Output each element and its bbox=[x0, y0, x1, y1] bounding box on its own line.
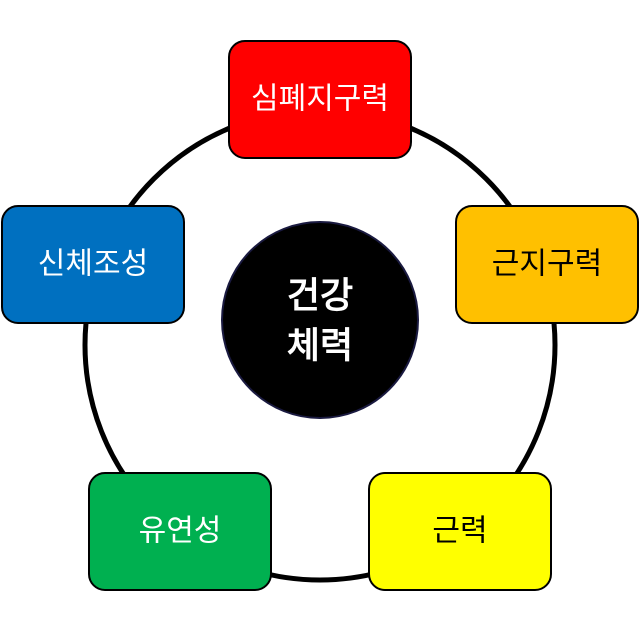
node-strength: 근력 bbox=[368, 472, 552, 591]
node-cardio-box bbox=[228, 40, 412, 159]
node-body-composition-label: 신체조성 bbox=[38, 247, 148, 282]
node-endurance: 근지구력 bbox=[455, 205, 639, 324]
node-cardio-label: 심폐지구력 bbox=[251, 82, 389, 117]
node-flexibility-box bbox=[88, 472, 272, 591]
node-flexibility: 유연성 bbox=[88, 472, 272, 591]
node-endurance-label: 근지구력 bbox=[492, 247, 602, 282]
center-circle bbox=[221, 221, 419, 419]
node-cardio: 심폐지구력 bbox=[228, 40, 412, 159]
center-label-line2: 체력 bbox=[287, 326, 353, 367]
node-body-composition-box bbox=[1, 205, 185, 324]
node-strength-label: 근력 bbox=[432, 514, 487, 549]
center-label-line1: 건강 bbox=[287, 276, 353, 317]
node-flexibility-label: 유연성 bbox=[139, 514, 222, 549]
node-strength-box bbox=[368, 472, 552, 591]
node-endurance-box bbox=[455, 205, 639, 324]
center-node: 건강 체력 bbox=[221, 221, 419, 419]
node-body-composition: 신체조성 bbox=[1, 205, 185, 324]
